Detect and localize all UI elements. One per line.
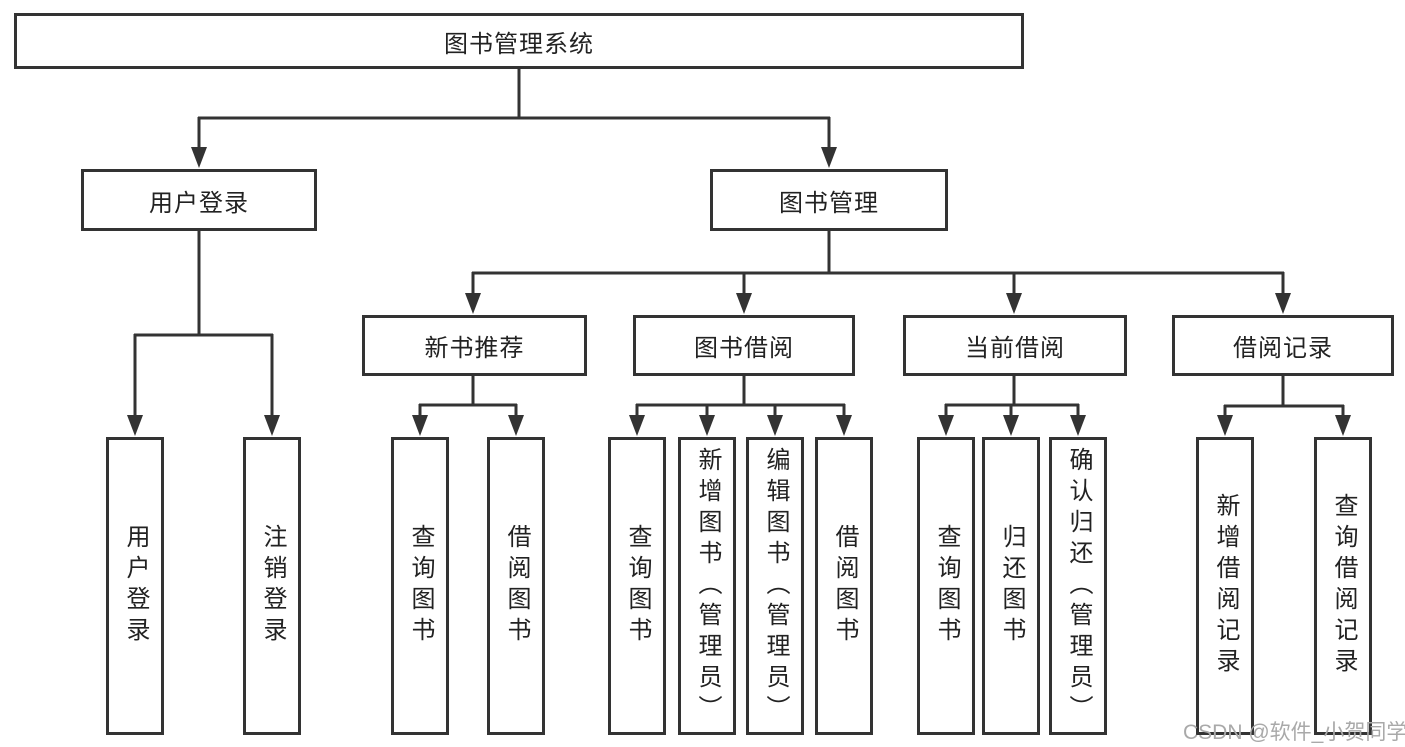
leaf-recommend-borrow-books: 借阅图书 [487,437,545,735]
leaf-current-return-books-label: 归还图书 [998,524,1025,648]
node-root: 图书管理系统 [14,13,1024,69]
connector-current-borrowing-branch [944,375,1080,418]
leaf-user-login: 用户登录 [106,437,164,735]
connector-book-management-to-level3 [471,231,1285,297]
connector-borrowing-records-branch [1223,375,1345,418]
leaf-current-return-books: 归还图书 [982,437,1040,735]
node-borrowing-records: 借阅记录 [1172,315,1394,376]
leaf-borrowing-borrow-books: 借阅图书 [815,437,873,735]
node-new-book-recommend: 新书推荐 [362,315,587,376]
node-borrowing-records-label: 借阅记录 [1233,335,1333,362]
leaf-borrowing-query-books: 查询图书 [608,437,666,735]
leaf-borrowing-edit-books-admin-label: 编辑图书（管理员） [762,446,789,726]
leaf-current-confirm-return-admin: 确认归还（管理员） [1049,437,1107,735]
leaf-current-confirm-return-admin-label: 确认归还（管理员） [1065,446,1092,726]
csdn-watermark: CSDN @软件_小贺同学 [1183,721,1405,744]
node-book-borrowing: 图书借阅 [633,315,855,376]
leaf-current-query-books-label: 查询图书 [933,524,960,648]
leaf-borrowing-add-books-admin: 新增图书（管理员） [678,437,736,735]
leaf-borrowing-query-books-label: 查询图书 [624,524,651,648]
leaf-records-query-record: 查询借阅记录 [1314,437,1372,735]
node-user-login: 用户登录 [81,169,317,231]
leaf-records-query-record-label: 查询借阅记录 [1330,493,1357,679]
connector-root-to-level2 [197,69,831,151]
leaf-records-add-record: 新增借阅记录 [1196,437,1254,735]
leaf-recommend-query-books-label: 查询图书 [407,524,434,648]
leaf-recommend-query-books: 查询图书 [391,437,449,735]
node-book-borrowing-label: 图书借阅 [694,335,794,362]
node-current-borrowing: 当前借阅 [903,315,1127,376]
node-current-borrowing-label: 当前借阅 [965,335,1065,362]
leaf-current-query-books: 查询图书 [917,437,975,735]
leaf-records-add-record-label: 新增借阅记录 [1212,493,1239,679]
leaf-borrowing-borrow-books-label: 借阅图书 [831,524,858,648]
node-book-management: 图书管理 [710,169,948,231]
node-root-label: 图书管理系统 [444,30,594,58]
connector-user-login-branch [133,231,274,418]
leaf-logout-label: 注销登录 [259,524,286,648]
leaf-user-login-label: 用户登录 [122,524,149,648]
leaf-borrowing-edit-books-admin: 编辑图书（管理员） [746,437,804,735]
node-new-book-recommend-label: 新书推荐 [424,335,525,362]
node-user-login-label: 用户登录 [149,189,249,217]
leaf-logout: 注销登录 [243,437,301,735]
connector-book-borrowing-branch [635,375,846,418]
connector-new-book-branch [418,375,518,418]
leaf-recommend-borrow-books-label: 借阅图书 [503,524,530,648]
leaf-borrowing-add-books-admin-label: 新增图书（管理员） [694,446,721,726]
node-book-management-label: 图书管理 [779,189,879,217]
